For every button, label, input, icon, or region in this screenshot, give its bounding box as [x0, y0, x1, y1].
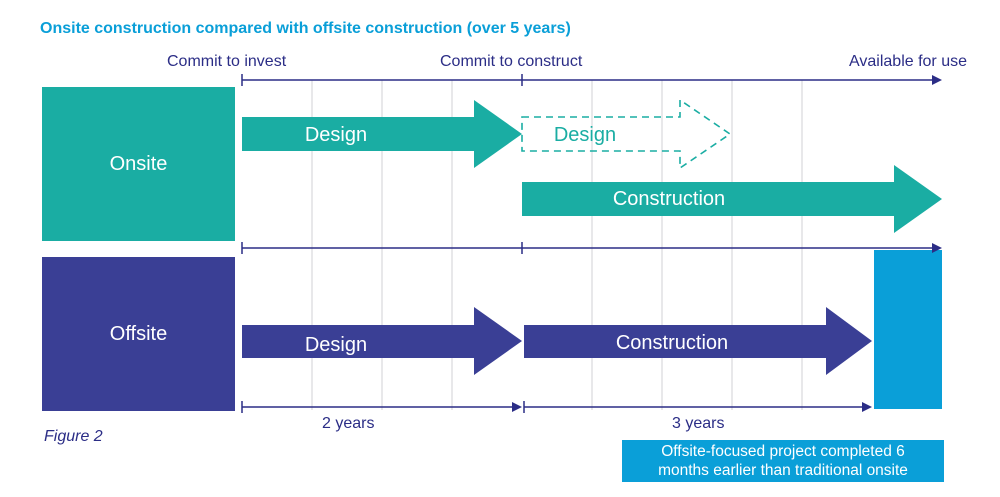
offsite-construction-label: Construction: [616, 332, 728, 354]
middle-timeline: [241, 242, 942, 254]
offsite-design-label: Design: [305, 334, 367, 356]
duration-construction-label: 3 years: [672, 415, 725, 432]
onsite-label: Onsite: [109, 152, 168, 175]
offsite-design-arrow: [242, 307, 522, 375]
onsite-design-arrow: [242, 100, 522, 168]
onsite-design-dashed-arrow: [521, 98, 732, 170]
onsite-design-label: Design: [305, 124, 367, 146]
page-title: Onsite construction compared with offsit…: [40, 20, 571, 37]
callout-line-2: months earlier than traditional onsite: [658, 462, 908, 479]
duration-design-label: 2 years: [322, 415, 375, 432]
available-bar: [874, 250, 942, 409]
callout-line-1: Offsite-focused project completed 6: [661, 443, 905, 460]
offsite-label: Offsite: [109, 322, 168, 345]
figure-label: Figure 2: [44, 428, 103, 445]
onsite-construction-label: Construction: [613, 188, 725, 210]
bottom-timeline: [241, 401, 872, 413]
onsite-design-dashed-label: Design: [554, 124, 616, 146]
milestone-commit-invest: Commit to invest: [167, 53, 287, 70]
offsite-construction-arrow: [524, 307, 872, 375]
offsite-block: Offsite: [42, 257, 235, 411]
onsite-block: Onsite: [42, 87, 235, 241]
callout-box: Offsite-focused project completed 6 mont…: [622, 440, 944, 482]
milestone-commit-construct: Commit to construct: [440, 53, 583, 70]
onsite-construction-arrow: [522, 165, 942, 233]
milestone-available: Available for use: [849, 53, 967, 70]
top-timeline: [241, 74, 942, 86]
